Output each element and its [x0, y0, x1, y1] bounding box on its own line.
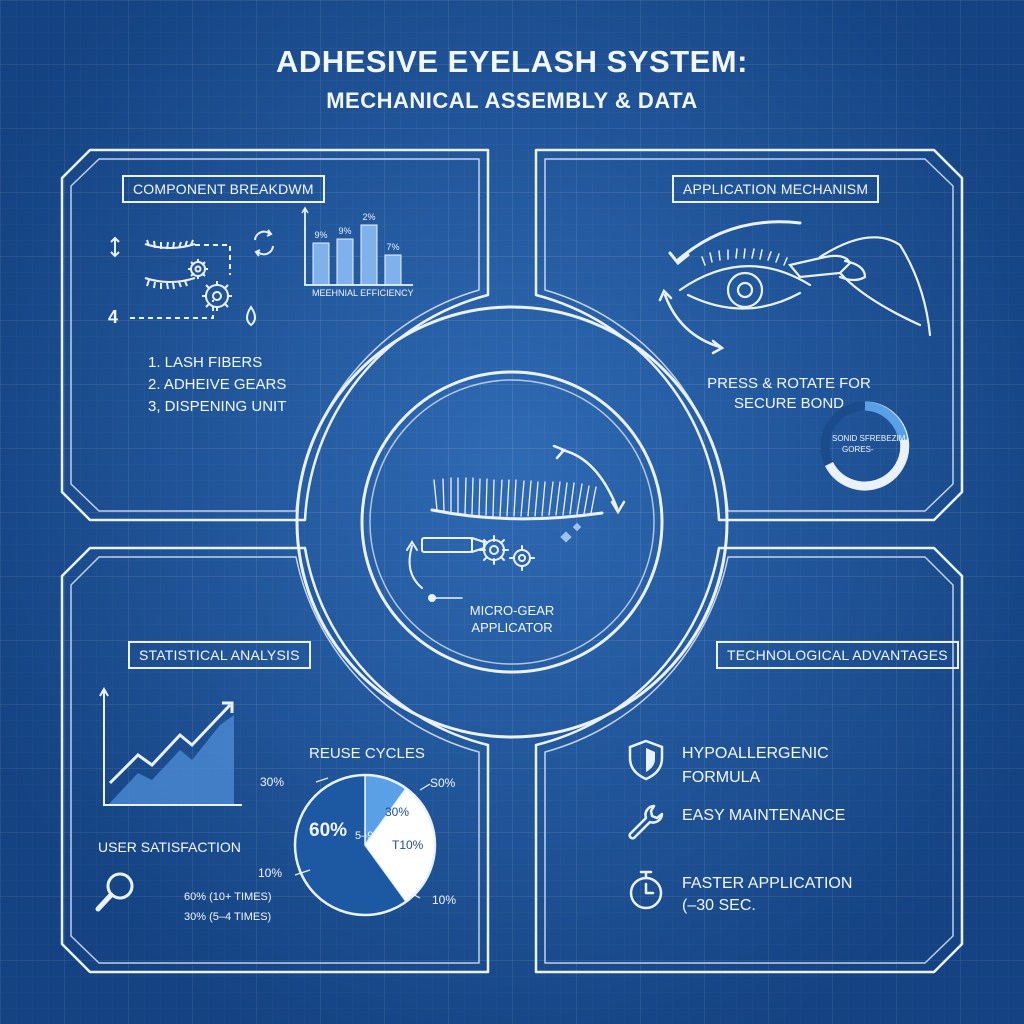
pie-callout: 10%: [258, 866, 283, 880]
shield-icon: [628, 739, 664, 781]
page-title: ADHESIVE EYELASH SYSTEM:: [276, 44, 748, 79]
height-arrow-icon: [110, 236, 120, 258]
reuse-cycles-pie: [293, 773, 437, 917]
bar-value-label: 9%: [338, 226, 351, 236]
pie-callout: 30%: [260, 775, 285, 789]
advantage-item: HYPOALLERGENIC FORMULA: [682, 745, 829, 786]
component-breakdown-label: COMPONENT BREAKDWM: [122, 175, 325, 203]
list-item: 1. LASH FIBERS: [148, 354, 263, 371]
chart-bar: [312, 242, 330, 286]
bar-value-label: 2%: [362, 212, 375, 222]
efficiency-chart: 9% 9% 2% 7%: [301, 206, 413, 286]
bar-value-label: 9%: [314, 230, 327, 240]
user-satisfaction-label: USER SATISFACTION: [98, 839, 241, 855]
chart-bar: [336, 238, 354, 286]
refresh-icon: [254, 229, 274, 257]
legend-item: 60% (10+ TIMES): [184, 891, 272, 903]
page-subtitle: MECHANICAL ASSEMBLY & DATA: [326, 88, 698, 113]
technological-advantages-label: TECHNOLOGICAL ADVANTAGES: [716, 641, 959, 669]
eye-icon: [678, 265, 812, 310]
advantage-item: EASY MAINTENANCE: [682, 807, 846, 824]
lash-strip-icon: [430, 477, 604, 521]
chart-bar: [360, 224, 378, 286]
list-item: 3, DISPENING UNIT: [148, 398, 287, 415]
bar-value-label: 7%: [386, 242, 399, 252]
pie-inner-left: 5–9: [355, 830, 374, 842]
component-diagram: [110, 229, 274, 327]
pie-center-value: 60%: [309, 820, 348, 841]
instruction-text: PRESS & ROTATE FOR SECURE BOND: [707, 375, 871, 412]
gauge-label: SONID SFREBEZIM GORES-: [832, 434, 906, 454]
stopwatch-icon: [629, 870, 663, 910]
chart-axes: [304, 209, 413, 286]
gear-icon: [479, 535, 535, 571]
eye-application-illustration: [658, 220, 932, 355]
wrench-icon: [628, 804, 664, 840]
gear-icon: [188, 259, 232, 311]
bond-strength-gauge: [820, 401, 910, 491]
center-label: MICRO-GEAR APPLICATOR: [469, 603, 555, 635]
pie-inner-right-bottom: T10%: [392, 838, 424, 852]
micro-gear-applicator-illustration: [406, 444, 626, 602]
lash-strip-icon: [144, 239, 196, 290]
statistical-analysis-label: STATISTICAL ANALYSIS: [128, 641, 311, 669]
hand-icon: [788, 236, 932, 337]
legend-item: 30% (5–4 TIMES): [184, 911, 272, 923]
pie-title: REUSE CYCLES: [309, 745, 425, 762]
pie-callout: 10%: [432, 893, 457, 907]
chart-bar: [384, 254, 402, 286]
component-list: 1. LASH FIBERS 2. ADHEIVE GEARS 3, DISPE…: [148, 352, 286, 418]
application-mechanism-label: APPLICATION MECHANISM: [672, 175, 880, 203]
pie-inner-right-top: 30%: [385, 805, 410, 819]
satisfaction-trend-chart: [99, 686, 242, 806]
advantage-item: FASTER APPLICATION (–30 SEC.: [682, 875, 853, 914]
drop-icon: [246, 305, 256, 327]
chart-axes: [103, 691, 242, 806]
chart-caption: MEEHNIAL EFFICIENCY: [312, 288, 414, 298]
callout-number: 4: [108, 307, 119, 327]
trend-line: [108, 703, 232, 785]
list-item: 2. ADHEIVE GEARS: [148, 376, 287, 393]
pie-legend: 60% (10+ TIMES) 30% (5–4 TIMES): [184, 887, 272, 927]
pie-callout: S0%: [430, 776, 456, 790]
magnifier-icon: [95, 872, 134, 912]
